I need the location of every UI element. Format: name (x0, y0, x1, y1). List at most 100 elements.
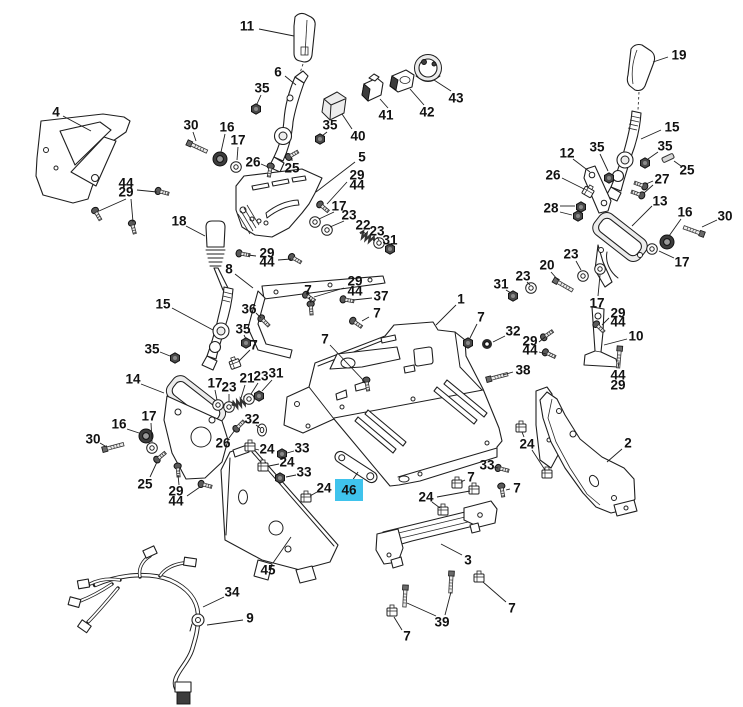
callout-34[interactable]: 34 (224, 585, 240, 600)
callout-6[interactable]: 6 (274, 65, 282, 80)
callout-44[interactable]: 44 (259, 255, 275, 270)
callout-13[interactable]: 13 (652, 194, 668, 209)
callout-7[interactable]: 7 (321, 332, 329, 347)
callout-23[interactable]: 23 (253, 369, 269, 384)
part-15-lever-right[interactable] (605, 110, 642, 202)
part-15-lever-left[interactable] (201, 286, 234, 371)
callout-35[interactable]: 35 (589, 140, 605, 155)
callout-23[interactable]: 23 (369, 224, 385, 239)
callout-29[interactable]: 29 (118, 185, 133, 200)
callout-44[interactable]: 44 (168, 494, 184, 509)
part-4-bracket[interactable] (35, 113, 131, 204)
callout-26[interactable]: 26 (245, 155, 261, 170)
callout-25[interactable]: 25 (284, 161, 300, 176)
callout-7[interactable]: 7 (513, 481, 521, 496)
callout-35[interactable]: 35 (322, 118, 338, 133)
part-3-rail[interactable] (375, 500, 498, 569)
callout-26[interactable]: 26 (215, 436, 231, 451)
callout-8[interactable]: 8 (225, 262, 233, 277)
callout-24[interactable]: 24 (316, 481, 332, 496)
part-1-frame[interactable] (283, 321, 503, 487)
callout-31[interactable]: 31 (382, 233, 398, 248)
callout-44[interactable]: 44 (610, 315, 626, 330)
part-9-clamp[interactable] (189, 613, 205, 632)
callout-7[interactable]: 7 (304, 283, 312, 298)
part-6-lever[interactable] (268, 70, 309, 173)
part-42-switch[interactable] (389, 69, 415, 93)
callout-9[interactable]: 9 (246, 611, 254, 626)
callout-15[interactable]: 15 (155, 297, 171, 312)
callout-28[interactable]: 28 (543, 201, 559, 216)
callout-19[interactable]: 19 (671, 48, 686, 63)
callout-45[interactable]: 45 (260, 563, 276, 578)
callout-27[interactable]: 27 (654, 172, 669, 187)
callout-35[interactable]: 35 (254, 81, 270, 96)
part-40-switch[interactable] (321, 91, 347, 121)
callout-2[interactable]: 2 (624, 436, 632, 451)
part-43-knob[interactable] (414, 54, 442, 82)
part-2-bracket[interactable] (535, 386, 638, 517)
callout-31[interactable]: 31 (493, 277, 509, 292)
callout-17[interactable]: 17 (331, 199, 346, 214)
callout-44[interactable]: 44 (610, 368, 626, 383)
callout-35[interactable]: 35 (144, 342, 160, 357)
part-18-knob[interactable] (205, 220, 229, 291)
part-5-console-plate[interactable] (235, 168, 323, 238)
callout-10[interactable]: 10 (628, 329, 643, 344)
callout-32[interactable]: 32 (505, 324, 520, 339)
callout-25[interactable]: 25 (137, 477, 153, 492)
callout-23[interactable]: 23 (221, 380, 237, 395)
callout-16[interactable]: 16 (111, 417, 127, 432)
callout-33[interactable]: 33 (294, 441, 310, 456)
callout-29[interactable]: 29 (349, 168, 364, 183)
callout-18[interactable]: 18 (171, 214, 187, 229)
callout-43[interactable]: 43 (448, 91, 464, 106)
callout-35[interactable]: 35 (657, 139, 673, 154)
callout-33[interactable]: 33 (296, 465, 312, 480)
callout-29[interactable]: 29 (168, 484, 183, 499)
callout-23[interactable]: 23 (341, 208, 357, 223)
callout-17[interactable]: 17 (207, 376, 222, 391)
callout-16[interactable]: 16 (677, 205, 693, 220)
callout-38[interactable]: 38 (515, 363, 531, 378)
callout-17[interactable]: 17 (230, 133, 245, 148)
callout-24[interactable]: 24 (259, 442, 275, 457)
callout-17[interactable]: 17 (674, 255, 689, 270)
callout-22[interactable]: 22 (355, 218, 370, 233)
callout-16[interactable]: 16 (219, 120, 235, 135)
part-19-handle[interactable] (626, 43, 656, 111)
callout-44[interactable]: 44 (522, 343, 538, 358)
callout-39[interactable]: 39 (434, 615, 449, 630)
callout-20[interactable]: 20 (539, 258, 554, 273)
part-34-harness[interactable] (67, 545, 201, 705)
callout-30[interactable]: 30 (85, 432, 100, 447)
callout-36[interactable]: 36 (241, 302, 257, 317)
callout-21[interactable]: 21 (239, 371, 255, 386)
callout-29[interactable]: 29 (610, 378, 625, 393)
callout-24[interactable]: 24 (279, 455, 295, 470)
callout-44[interactable]: 44 (349, 178, 365, 193)
callout-23[interactable]: 23 (515, 269, 531, 284)
callout-29[interactable]: 29 (347, 274, 362, 289)
part-46-link[interactable] (333, 449, 379, 484)
callout-37[interactable]: 37 (373, 289, 388, 304)
part-41-switch[interactable] (361, 73, 384, 102)
callout-42[interactable]: 42 (419, 105, 434, 120)
callout-30[interactable]: 30 (183, 118, 198, 133)
callout-33[interactable]: 33 (479, 458, 495, 473)
callout-14[interactable]: 14 (125, 372, 141, 387)
callout-29[interactable]: 29 (259, 246, 274, 261)
callout-25[interactable]: 25 (679, 163, 695, 178)
part-12-strap[interactable] (583, 165, 612, 214)
callout-40[interactable]: 40 (350, 129, 365, 144)
callout-44[interactable]: 44 (118, 176, 134, 191)
callout-11[interactable]: 11 (240, 19, 255, 34)
part-14-bracket[interactable] (163, 372, 229, 480)
part-11-handle[interactable] (293, 12, 316, 77)
callout-5[interactable]: 5 (358, 150, 366, 165)
callout-46[interactable]: 46 (341, 483, 357, 498)
callout-7[interactable]: 7 (403, 629, 411, 644)
callout-7[interactable]: 7 (250, 338, 258, 353)
callout-12[interactable]: 12 (559, 146, 574, 161)
callout-7[interactable]: 7 (467, 470, 475, 485)
